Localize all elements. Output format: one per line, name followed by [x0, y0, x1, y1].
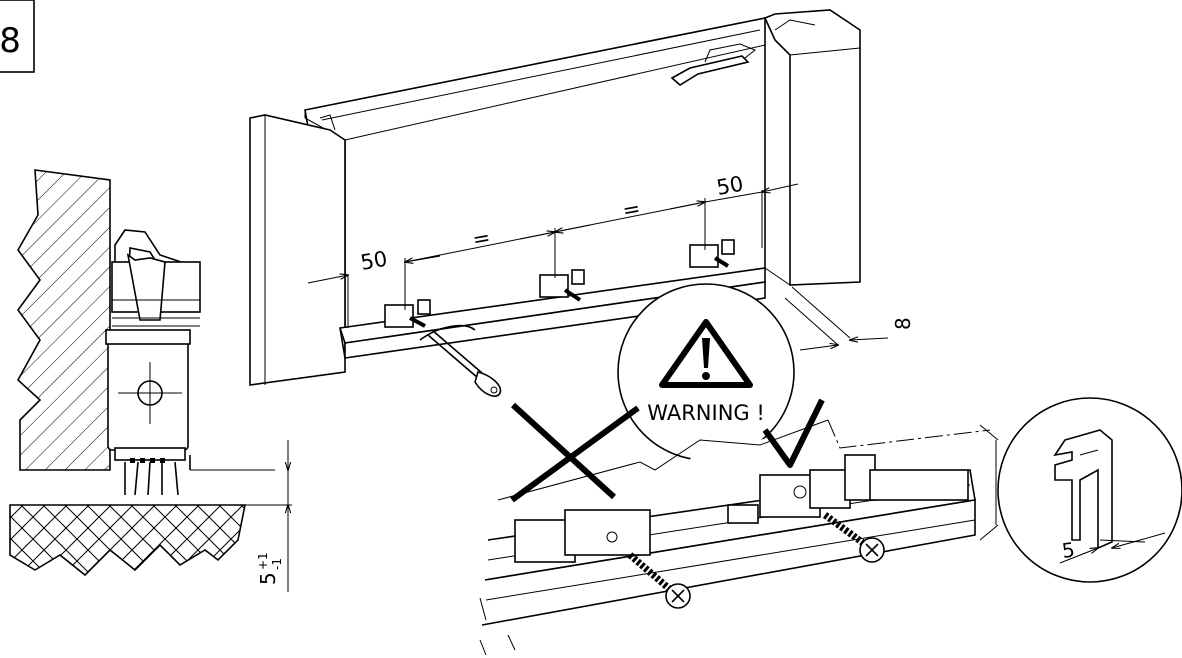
detail-view — [479, 419, 997, 656]
dim-8: 8 — [891, 317, 915, 330]
warning-badge: WARNING ! — [617, 283, 795, 461]
step-number: 8 — [0, 21, 21, 61]
door-handle — [670, 43, 756, 86]
warning-label: WARNING ! — [647, 401, 765, 425]
wall-section — [16, 169, 111, 471]
floor-gap-label: 5 — [256, 572, 280, 585]
correct-check-icon — [762, 398, 825, 468]
dim-left-50: 50 — [359, 247, 389, 275]
equal-sign-2: = — [621, 196, 643, 223]
dim-8-lines — [784, 286, 889, 351]
left-door-frame — [249, 114, 346, 386]
warning-triangle-icon — [659, 319, 753, 388]
dim-5: 5 — [1060, 537, 1076, 563]
zoom-circle — [979, 397, 1182, 583]
dimension-lines — [307, 183, 799, 328]
right-door-frame — [763, 9, 861, 286]
screwdriver-icon — [419, 324, 502, 397]
track-screws — [409, 256, 730, 328]
equal-sign-1: = — [471, 225, 493, 252]
wrong-cross-icon — [510, 402, 640, 503]
floor-gap-tol-minus: -1 — [270, 558, 284, 570]
screw-icon — [627, 512, 885, 609]
step-number-box: 8 — [0, 0, 35, 73]
dim-right-50: 50 — [715, 172, 745, 200]
track-clips — [384, 239, 735, 328]
floor-gap-tol-plus: +1 — [256, 552, 270, 570]
top-profile-section — [111, 229, 201, 327]
floor-section — [9, 440, 292, 592]
carriage-section — [105, 329, 275, 496]
floor-gap-dimension: 5 +1 -1 — [256, 552, 284, 585]
